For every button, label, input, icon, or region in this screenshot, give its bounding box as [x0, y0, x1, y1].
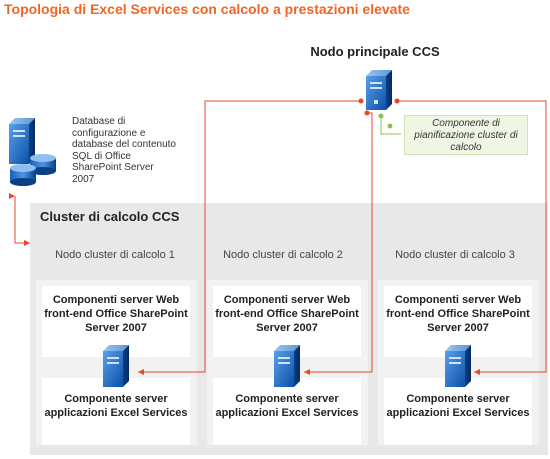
node1-server-icon	[103, 345, 129, 387]
node3-server-icon	[445, 345, 471, 387]
database-cylinder-icon-2	[10, 164, 36, 186]
cluster-title: Cluster di calcolo CCS	[40, 209, 180, 224]
node-label-3: Nodo cluster di calcolo 3	[395, 249, 515, 261]
database-cylinder-icon-1	[30, 154, 56, 175]
link-main-to-node2	[304, 112, 373, 375]
node-label-2: Nodo cluster di calcolo 2	[223, 249, 343, 261]
link-main-to-node1	[138, 100, 361, 375]
excel-services-box-2: Componente server applicazioni Excel Ser…	[213, 378, 361, 445]
excel-services-box-1: Componente server applicazioni Excel Ser…	[42, 378, 190, 445]
main-node-label: Nodo principale CCS	[310, 44, 440, 59]
database-server-icon	[9, 118, 35, 164]
web-frontend-box-1: Componenti server Web front-end Office S…	[42, 286, 190, 357]
link-db-to-cluster	[9, 193, 30, 246]
database-label: Database di configurazione e database de…	[72, 116, 176, 185]
node2-server-icon	[274, 345, 300, 387]
node-label-1: Nodo cluster di calcolo 1	[55, 249, 175, 261]
scheduler-component-box: Componente di pianificazione cluster di …	[404, 115, 528, 155]
link-main-to-node3	[397, 100, 547, 375]
excel-services-box-3: Componente server applicazioni Excel Ser…	[384, 378, 532, 445]
link-scheduler	[380, 116, 401, 135]
diagram-title: Topologia di Excel Services con calcolo …	[4, 1, 410, 17]
web-frontend-box-3: Componenti server Web front-end Office S…	[384, 286, 532, 357]
main-server-icon	[366, 70, 392, 110]
